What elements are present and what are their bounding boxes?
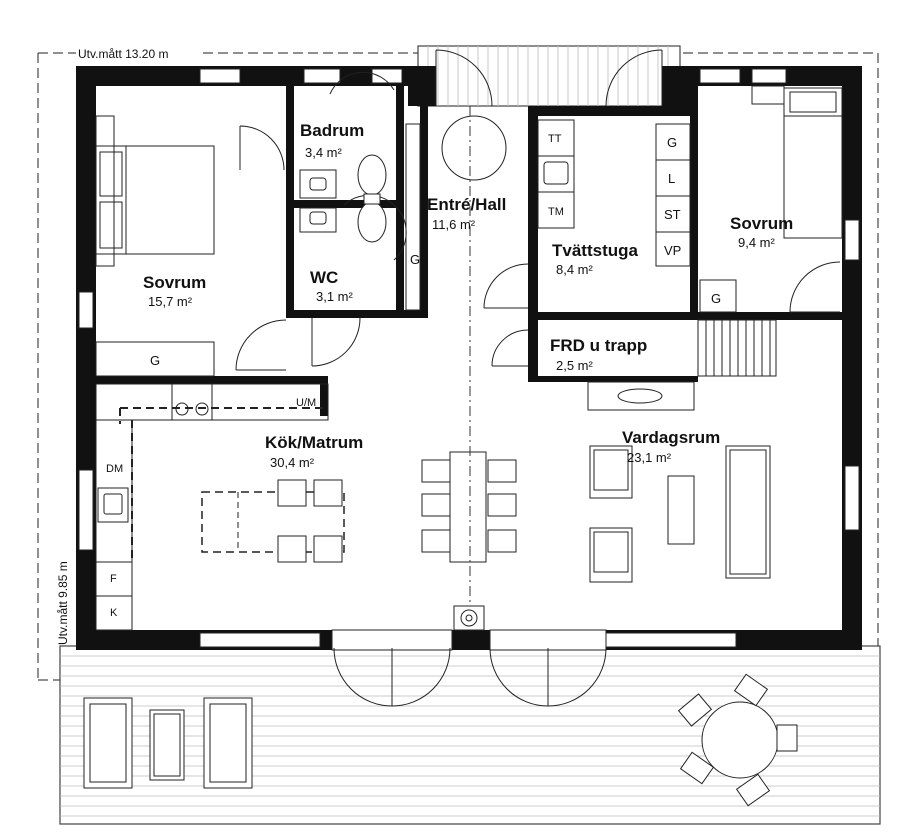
washing-machine-label: TM xyxy=(548,206,564,218)
room-area-frd: 2,5 m² xyxy=(556,358,594,373)
stove xyxy=(453,605,485,631)
room-area-entre: 11,6 m² xyxy=(432,217,476,232)
entrance-porch xyxy=(417,45,681,107)
room-area-wc: 3,1 m² xyxy=(316,289,354,304)
room-name-entre: Entré/Hall xyxy=(427,195,506,214)
fridge-freezer-label: U/M xyxy=(296,397,316,409)
room-name-wc: WC xyxy=(310,268,338,287)
windows xyxy=(78,68,860,651)
double-bed xyxy=(95,145,215,255)
wardrobe-label-hall: G xyxy=(410,252,420,267)
dashed-upper-cabinets xyxy=(119,407,328,560)
wardrobe-right-bedroom xyxy=(699,85,785,313)
fireplace xyxy=(587,381,695,411)
hall-rug xyxy=(441,115,507,181)
room-name-badrum: Badrum xyxy=(300,121,364,140)
laundry-l-label: L xyxy=(668,171,675,186)
freezer-label: F xyxy=(110,573,117,585)
room-area-kok: 30,4 m² xyxy=(270,455,315,470)
room-name-sovrum-right: Sovrum xyxy=(730,214,793,233)
wardrobe-left-bedroom xyxy=(95,115,215,377)
bathroom-fixtures xyxy=(299,154,387,243)
room-area-vardagsrum: 23,1 m² xyxy=(627,450,672,465)
single-bed xyxy=(783,87,843,239)
kitchen-counters xyxy=(95,383,329,631)
dishwasher-label: DM xyxy=(106,463,123,475)
room-area-badrum: 3,4 m² xyxy=(305,145,343,160)
room-name-tvattstuga: Tvättstuga xyxy=(552,241,639,260)
room-name-kok: Kök/Matrum xyxy=(265,433,363,452)
laundry-st-label: ST xyxy=(664,207,681,222)
room-area-tvattstuga: 8,4 m² xyxy=(556,262,594,277)
width-dimension-label: Utv.mått 13.20 m xyxy=(78,47,168,61)
wardrobe-label-left: G xyxy=(150,353,160,368)
room-name-frd: FRD u trapp xyxy=(550,336,647,355)
interior-walls xyxy=(96,86,842,416)
dining-table xyxy=(421,451,517,563)
laundry-g-label: G xyxy=(667,135,677,150)
stairs xyxy=(697,319,777,377)
laundry-vp-label: VP xyxy=(664,243,681,258)
height-dimension-label: Utv.mått 9.85 m xyxy=(56,561,70,645)
terrace-furniture xyxy=(83,673,798,807)
room-area-sovrum-right: 9,4 m² xyxy=(738,235,776,250)
doors xyxy=(235,49,841,707)
hall-wardrobe xyxy=(405,123,421,311)
tumble-dryer-label: TT xyxy=(548,133,562,145)
kitchen-island xyxy=(201,479,345,563)
laundry-fixtures xyxy=(537,119,691,267)
room-name-sovrum-left: Sovrum xyxy=(143,273,206,292)
room-name-vardagsrum: Vardagsrum xyxy=(622,428,720,447)
fridge-label: K xyxy=(110,607,118,619)
wardrobe-label-right: G xyxy=(711,291,721,306)
living-room-furniture xyxy=(589,445,771,583)
room-area-sovrum-left: 15,7 m² xyxy=(148,294,193,309)
